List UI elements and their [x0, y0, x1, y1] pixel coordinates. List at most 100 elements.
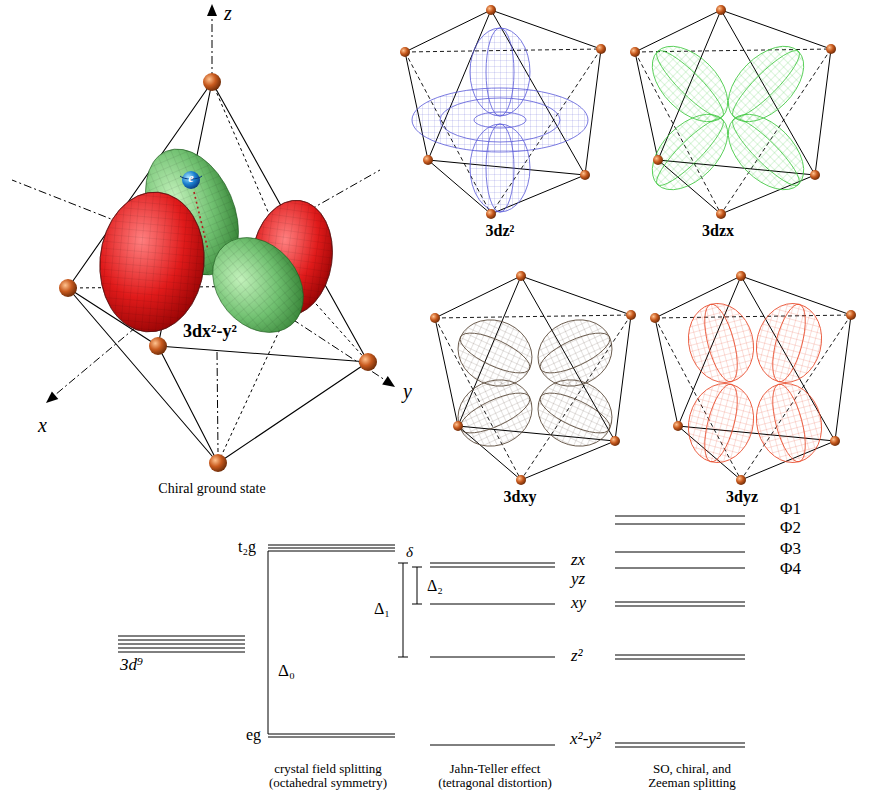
- dxy-orbital: [535, 385, 615, 441]
- stage-caption: Jahn-Teller effect (tetragonal distortio…: [423, 762, 568, 789]
- stage-caption: SO, chiral, and Zeeman splitting: [640, 762, 745, 789]
- axis-label: y: [403, 380, 412, 402]
- coordinate-axes: [217, 352, 218, 452]
- axis-label: z: [224, 2, 232, 24]
- dzx-orbital: [726, 112, 807, 193]
- dxy-orbital: [455, 325, 535, 381]
- dzx-orbital: [650, 44, 731, 125]
- gap-label: δ: [406, 544, 413, 561]
- dyz-orbital: [698, 381, 744, 465]
- dz2-orbital: [486, 28, 514, 116]
- energy-levels: [615, 602, 745, 747]
- gap-label: Δ₁: [374, 600, 390, 618]
- energy-levels: [268, 734, 395, 737]
- small-ligand-atoms: [400, 5, 606, 219]
- dyz-orbital: [748, 376, 831, 470]
- electron-symbol: [194, 192, 208, 250]
- dz2-orbital: [470, 28, 530, 116]
- energy-levels: [118, 636, 245, 652]
- dyz-orbital: [680, 296, 831, 470]
- gap-brackets: [412, 567, 422, 604]
- electron-symbol: [180, 171, 208, 250]
- level-label: x²-y²: [570, 730, 601, 749]
- dyz-orbital: [766, 301, 812, 385]
- dzx-orbital: [714, 32, 817, 135]
- orbital-name: 3dxy: [504, 488, 537, 506]
- level-label: 3d⁹: [120, 656, 143, 675]
- dzx-orbital: [726, 44, 807, 125]
- ligand-atoms: [359, 353, 377, 371]
- dzx-orbital: [638, 32, 817, 203]
- small-octahedra: [635, 10, 831, 214]
- octahedron-edges: [68, 82, 368, 463]
- dzx-orbital: [638, 100, 741, 203]
- orbital-lobes: [94, 135, 340, 351]
- energy-levels: [118, 516, 745, 747]
- small-ligand-atoms: [430, 271, 636, 485]
- orbital-name: 3dx²-y²: [183, 322, 237, 342]
- gap-brackets: [268, 551, 269, 734]
- dyz-orbital: [766, 381, 812, 465]
- small-octahedra: [405, 10, 601, 214]
- dxy-orbital: [535, 325, 615, 381]
- small-ligand-atoms: [650, 271, 856, 485]
- level-label: z²: [571, 647, 583, 666]
- level-label: t₂g: [238, 538, 256, 556]
- small-octahedra: [655, 276, 851, 480]
- coordinate-axes: [46, 391, 58, 403]
- figure-caption: Chiral ground state: [158, 481, 265, 496]
- electron-symbol: [182, 171, 200, 189]
- dxy-orbital: [455, 385, 535, 441]
- stage-caption: crystal field splitting (octahedral symm…: [253, 762, 403, 789]
- dz2-orbital: [486, 124, 514, 212]
- small-octahedra: [435, 276, 631, 480]
- orbital-name: 3dz²: [486, 222, 515, 240]
- gap-label: Δ₂: [427, 577, 443, 595]
- energy-levels: [268, 545, 395, 551]
- small-octahedra: [405, 10, 851, 480]
- coordinate-axes: [212, 16, 213, 80]
- ligand-atoms: [203, 73, 221, 91]
- energy-levels: [615, 516, 745, 568]
- gap-brackets: [268, 551, 422, 734]
- coordinate-axes: [12, 4, 395, 452]
- dyz-orbital: [698, 301, 744, 385]
- dyz-orbital: [680, 376, 763, 470]
- gap-label: Δ₀: [278, 662, 295, 681]
- energy-levels: [430, 563, 555, 745]
- orbital-lobes: [94, 188, 210, 337]
- dxy-orbital: [447, 368, 543, 458]
- coordinate-axes: [382, 376, 395, 387]
- state-label: Φ3: [780, 540, 801, 559]
- state-label: Φ2: [780, 519, 801, 538]
- octahedron-edges: [68, 82, 368, 463]
- dxy-orbital: [447, 308, 623, 458]
- coordinate-axes: [207, 4, 217, 16]
- dxy-orbital: [527, 308, 623, 398]
- orbital-name: 3dzx: [702, 222, 734, 240]
- gap-brackets: [398, 563, 408, 657]
- level-label: eg: [246, 726, 261, 744]
- ligand-atoms: [149, 337, 167, 355]
- octahedron-edges: [68, 82, 368, 463]
- orbital-name: 3dyz: [726, 488, 758, 506]
- dz2-orbital: [470, 124, 530, 212]
- small-ligand-atoms: [400, 5, 856, 485]
- ligand-atoms: [59, 73, 377, 472]
- level-label: zx: [571, 551, 585, 570]
- axis-label: x: [38, 414, 47, 436]
- dyz-orbital: [680, 296, 763, 390]
- orbital-lobes: [94, 188, 210, 337]
- dyz-orbital: [748, 296, 831, 390]
- level-label: xy: [571, 594, 586, 613]
- electron-label: e: [188, 172, 193, 185]
- level-label: yz: [571, 570, 585, 589]
- ligand-atoms: [59, 279, 77, 297]
- state-label: Φ1: [780, 500, 801, 519]
- small-ligand-atoms: [630, 5, 836, 219]
- dzx-orbital: [650, 112, 731, 193]
- ligand-atoms: [209, 454, 227, 472]
- dz2-orbital: [412, 28, 588, 212]
- state-label: Φ4: [780, 560, 801, 579]
